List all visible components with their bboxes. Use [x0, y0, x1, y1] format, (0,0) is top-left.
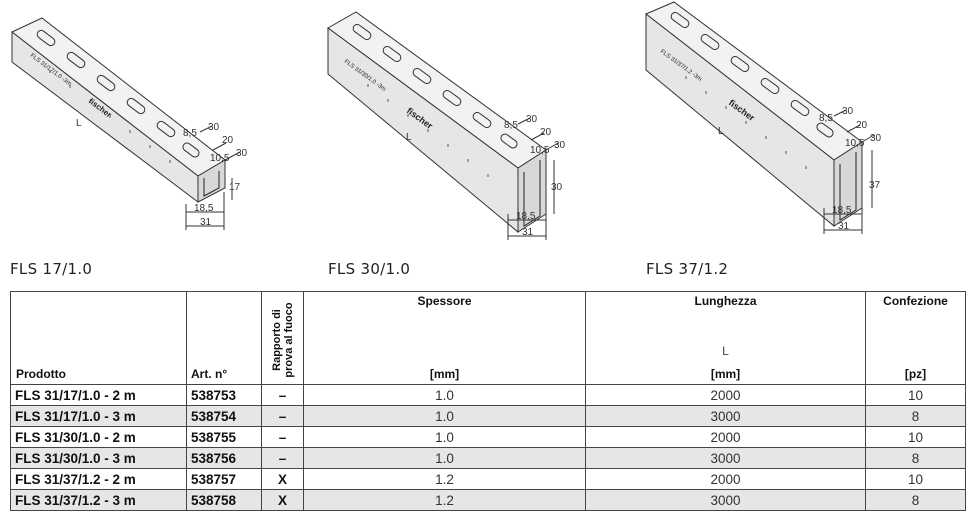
dim-length: L: [718, 126, 724, 137]
table-row: FLS 31/17/1.0 - 2 m 538753 – 1.0 2000 10: [10, 384, 966, 406]
cell-thickness: 1.0: [303, 405, 586, 427]
table-row: FLS 31/37/1.2 - 2 m 538757 X 1.2 2000 10: [10, 468, 966, 490]
dim-height: 37: [869, 180, 881, 191]
dim-30b: 30: [870, 133, 882, 144]
figure-fls-30: L 8,5 30 20 30 10,5 30 18,5 31 FLS 31/30…: [318, 0, 638, 278]
table-row: FLS 31/37/1.2 - 3 m 538758 X 1.2 3000 8: [10, 489, 966, 511]
dim-inner-width: 18,5: [194, 203, 214, 214]
dim-length: L: [406, 132, 412, 143]
cell-thickness: 1.0: [303, 426, 586, 448]
dim-pitch-20: 20: [856, 120, 868, 131]
cell-package: 8: [865, 489, 966, 511]
cell-product: FLS 31/37/1.2 - 3 m: [10, 489, 187, 511]
dim-slot-width: 10,5: [210, 153, 230, 164]
dim-top-30: 30: [208, 122, 220, 133]
header-length: Lunghezza L [mm]: [585, 291, 866, 385]
header-art-no: Art. n°: [186, 291, 262, 385]
dim-height: 17: [229, 182, 241, 193]
cell-fire-report: –: [261, 447, 304, 469]
figure-fls-17: L 8,5 30 20 30 10,5 17 18,5 31 FLS 31/17…: [0, 0, 320, 278]
cell-thickness: 1.2: [303, 489, 586, 511]
cell-length: 3000: [585, 447, 866, 469]
cell-length: 3000: [585, 489, 866, 511]
cell-length: 2000: [585, 468, 866, 490]
dim-slot-length: 8,5: [504, 120, 518, 131]
cell-package: 8: [865, 405, 966, 427]
cell-thickness: 1.0: [303, 447, 586, 469]
header-package: Confezione [pz]: [865, 291, 966, 385]
cell-package: 10: [865, 468, 966, 490]
dim-outer-width: 31: [838, 221, 850, 232]
table-row: FLS 31/30/1.0 - 2 m 538755 – 1.0 2000 10: [10, 426, 966, 448]
cell-art-no: 538757: [186, 468, 262, 490]
channel-drawing-fls-30: L 8,5 30 20 30 10,5 30 18,5 31 FLS 31/30…: [327, 11, 566, 240]
dim-slot-length: 8,5: [819, 113, 833, 124]
cell-product: FLS 31/17/1.0 - 3 m: [10, 405, 187, 427]
figure-fls-37: L 8,5 30 20 30 10,5 37 18,5 31 FLS 31/37…: [636, 0, 966, 278]
header-product: Prodotto: [10, 291, 187, 385]
cell-fire-report: –: [261, 426, 304, 448]
figure-label: FLS 17/1.0: [10, 260, 93, 278]
cell-fire-report: X: [261, 489, 304, 511]
cell-art-no: 538753: [186, 384, 262, 406]
dim-height: 30: [551, 182, 563, 193]
figure-label: FLS 37/1.2: [646, 260, 729, 278]
channel-drawing-fls-37: L 8,5 30 20 30 10,5 37 18,5 31 FLS 31/37…: [645, 1, 882, 234]
dim-inner-width: 18,5: [516, 211, 536, 222]
cell-fire-report: –: [261, 405, 304, 427]
dim-inner-width: 18,5: [832, 205, 852, 216]
dim-pitch-20: 20: [222, 135, 234, 146]
cell-art-no: 538758: [186, 489, 262, 511]
dim-slot-length: 8,5: [183, 128, 197, 139]
cell-product: FLS 31/37/1.2 - 2 m: [10, 468, 187, 490]
dim-30b: 30: [554, 140, 566, 151]
dim-outer-width: 31: [522, 227, 534, 238]
dim-slot-width: 10,5: [530, 145, 550, 156]
cell-package: 8: [865, 447, 966, 469]
dim-length: L: [76, 118, 82, 129]
cell-fire-report: X: [261, 468, 304, 490]
cell-art-no: 538755: [186, 426, 262, 448]
cell-product: FLS 31/30/1.0 - 3 m: [10, 447, 187, 469]
cell-product: FLS 31/30/1.0 - 2 m: [10, 426, 187, 448]
cell-length: 2000: [585, 426, 866, 448]
table-row: FLS 31/17/1.0 - 3 m 538754 – 1.0 3000 8: [10, 405, 966, 427]
cell-fire-report: –: [261, 384, 304, 406]
figure-label: FLS 30/1.0: [328, 260, 411, 278]
channel-drawing-fls-17: L 8,5 30 20 30 10,5 17 18,5 31 FLS 31/17…: [11, 17, 248, 230]
cell-art-no: 538756: [186, 447, 262, 469]
dim-slot-width: 10,5: [845, 138, 865, 149]
dim-pitch-20: 20: [540, 127, 552, 138]
cell-art-no: 538754: [186, 405, 262, 427]
cell-package: 10: [865, 426, 966, 448]
cell-thickness: 1.2: [303, 468, 586, 490]
dim-outer-width: 31: [200, 217, 212, 228]
table-row: FLS 31/30/1.0 - 3 m 538756 – 1.0 3000 8: [10, 447, 966, 469]
cell-length: 2000: [585, 384, 866, 406]
cell-length: 3000: [585, 405, 866, 427]
cell-thickness: 1.0: [303, 384, 586, 406]
cell-package: 10: [865, 384, 966, 406]
header-thickness: Spessore [mm]: [303, 291, 586, 385]
cell-product: FLS 31/17/1.0 - 2 m: [10, 384, 187, 406]
dim-30b: 30: [236, 148, 248, 159]
dim-top-30: 30: [526, 114, 538, 125]
dim-top-30: 30: [842, 106, 854, 117]
